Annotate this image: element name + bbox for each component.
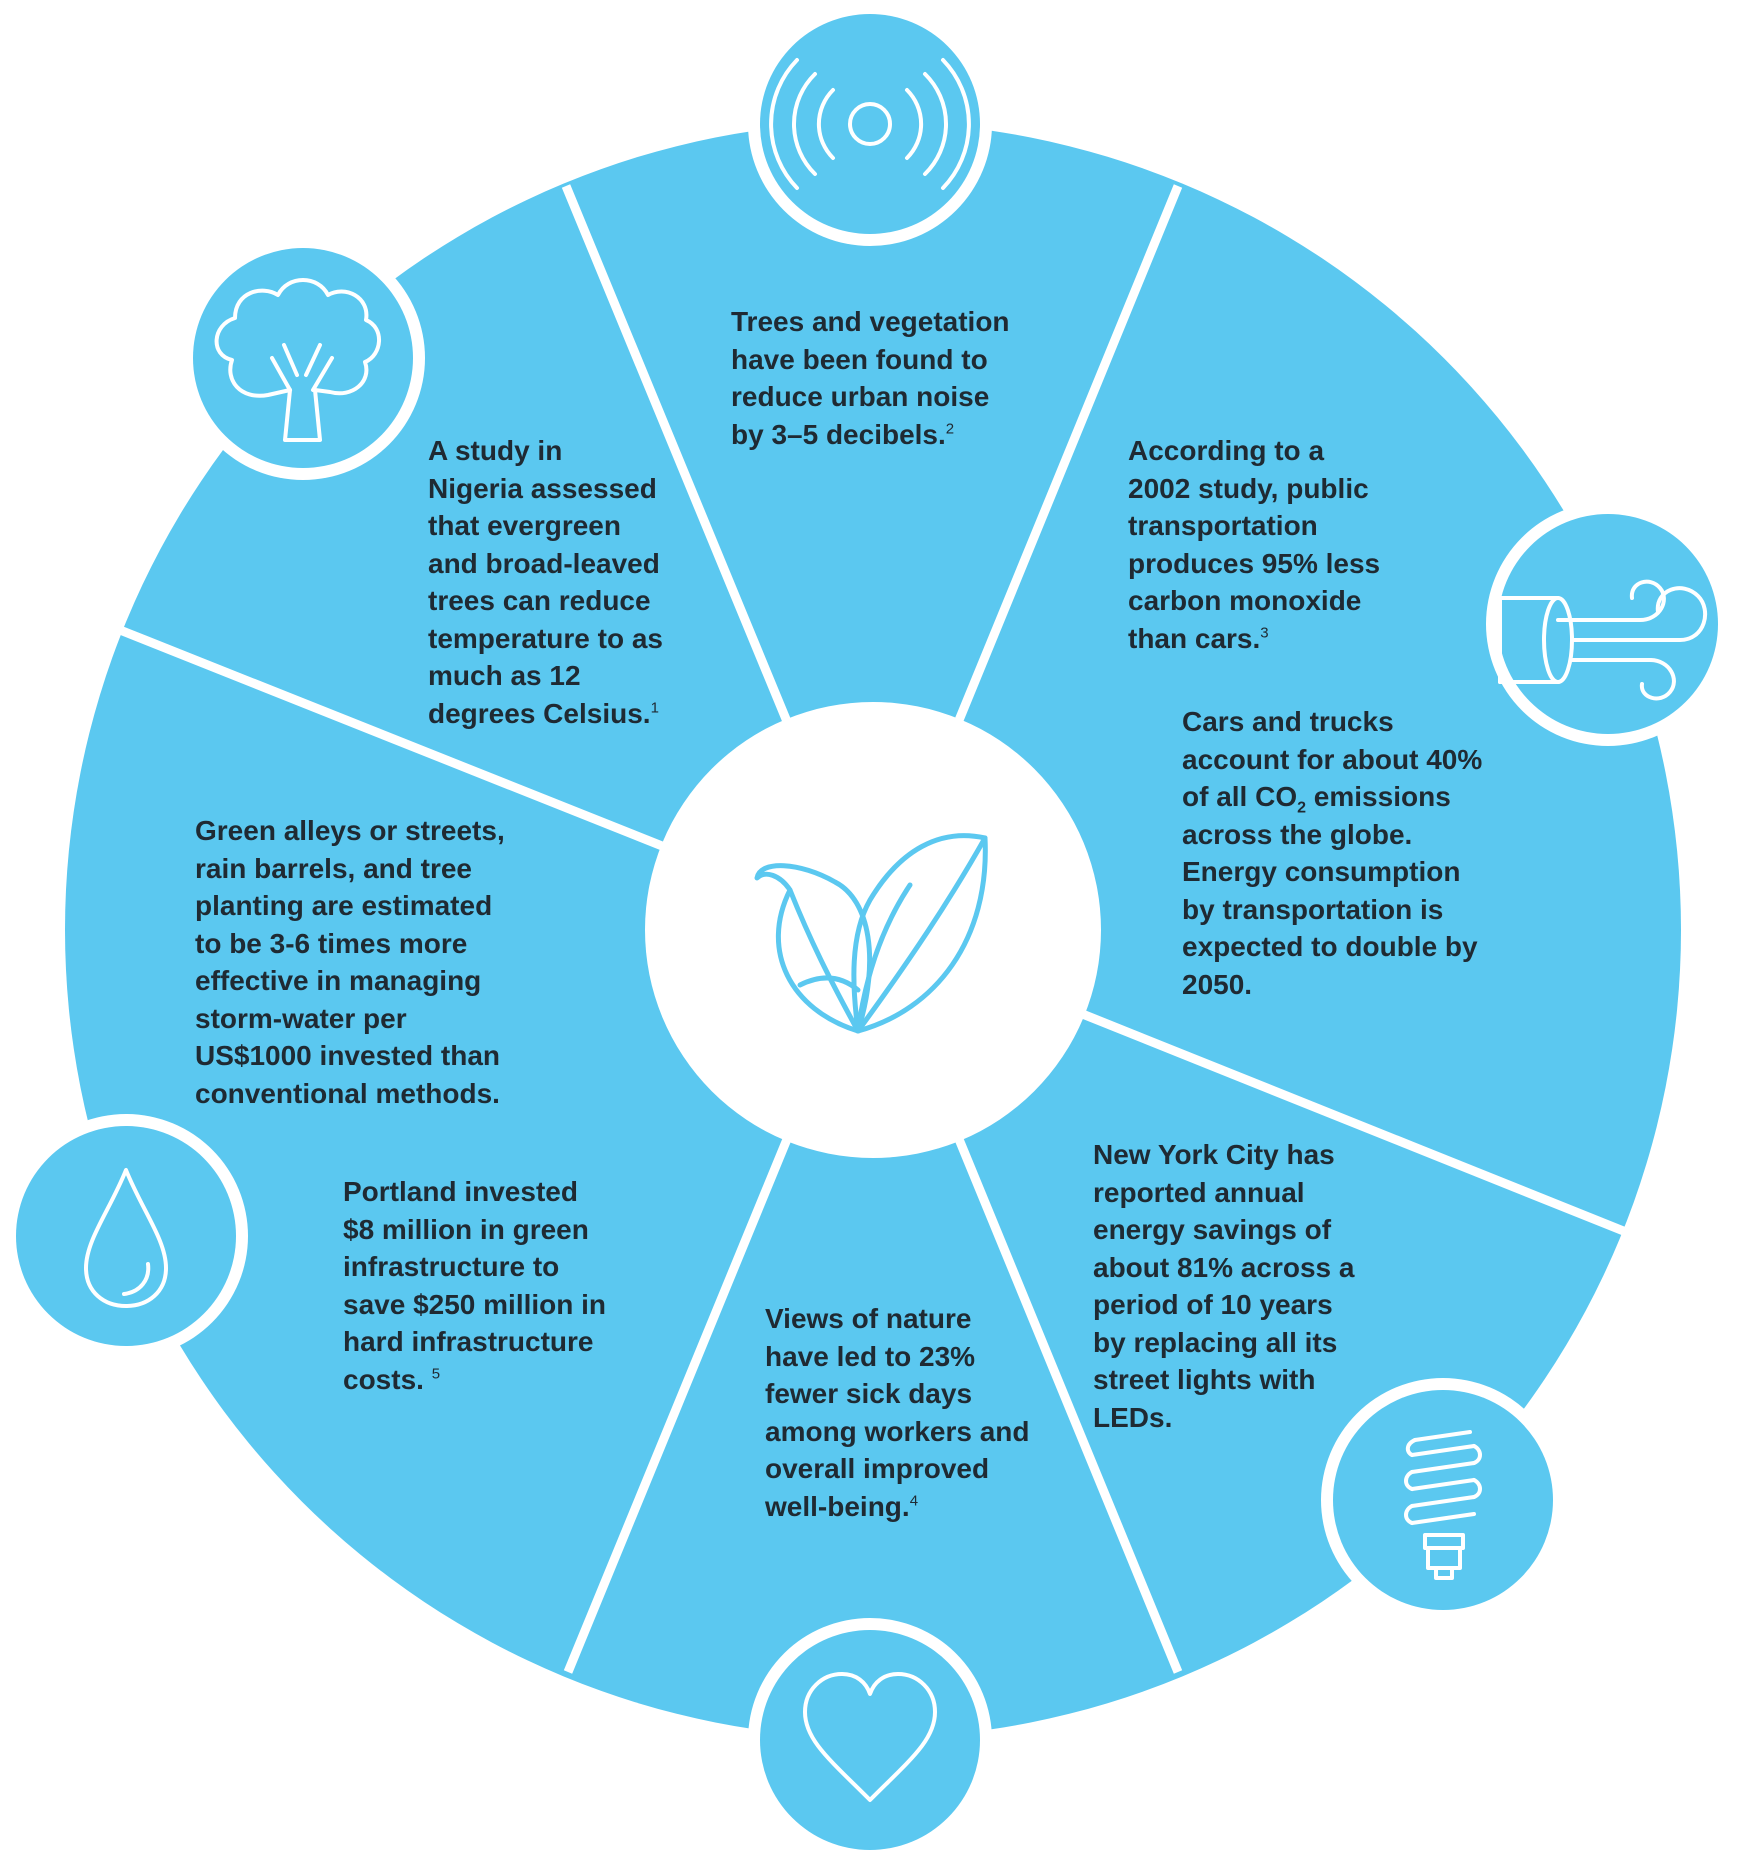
- water-drop-icon: [84, 1168, 168, 1308]
- text-line: well-being.4: [765, 1490, 919, 1522]
- text-line: to be 3-6 times more: [195, 927, 468, 959]
- icon-circle-drop: [4, 1114, 248, 1358]
- text-line: Portland invested: [343, 1176, 578, 1207]
- footnote-marker: 4: [909, 1492, 919, 1510]
- text-line: costs. 5: [343, 1363, 441, 1395]
- text-line: US$1000 invested than: [195, 1040, 501, 1071]
- text-line: 2050.: [1182, 968, 1253, 1000]
- text-line: According to a: [1128, 435, 1325, 466]
- text-line: have been found to: [731, 343, 988, 375]
- text-line: $8 million in green: [343, 1213, 589, 1245]
- wind-air-icon: [1498, 579, 1708, 701]
- text-line: account for about 40%: [1182, 743, 1483, 775]
- icon-circle-tree: [181, 236, 425, 480]
- segment-text-wellbeing: Views of nature have led to 23% fewer si…: [765, 1300, 1030, 1525]
- segment-text-energy: New York City has reported annual energy…: [1093, 1136, 1354, 1436]
- light-bulb-icon: [1404, 1430, 1482, 1580]
- text-line: save $250 million in: [343, 1288, 607, 1320]
- icon-circle-heart: [748, 1618, 992, 1862]
- text-line: by 3–5 decibels.2: [731, 418, 955, 450]
- segment-text-noise: Trees and vegetation have been found to …: [731, 303, 1010, 453]
- text-line: reported annual: [1093, 1176, 1305, 1208]
- text-line: across the globe.: [1182, 818, 1413, 850]
- text-line: effective in managing: [195, 965, 482, 996]
- text-line: of all CO2 emissions: [1182, 781, 1451, 817]
- text-line: much as 12: [428, 660, 581, 691]
- text-line: energy savings of: [1093, 1214, 1332, 1245]
- text-line: by replacing all its: [1093, 1326, 1338, 1358]
- text-line: Nigeria assessed: [428, 472, 657, 504]
- text-line: carbon monoxide: [1128, 585, 1362, 616]
- text-line: temperature to as: [428, 622, 663, 654]
- text-line: transportation: [1128, 510, 1318, 541]
- text-line: by transportation is: [1182, 893, 1444, 925]
- footnote-marker: 3: [1260, 624, 1269, 642]
- text-line: produces 95% less: [1128, 547, 1381, 579]
- text-line: Trees and vegetation: [731, 306, 1010, 337]
- text-line: New York City has: [1093, 1139, 1335, 1170]
- icon-circle-sound: [748, 2, 992, 246]
- tree-icon: [214, 278, 381, 442]
- text-line: Views of nature: [765, 1303, 972, 1334]
- segment-text-transport: According to a 2002 study, public transp…: [1128, 432, 1380, 657]
- segment-text-stormwater: Green alleys or streets, rain barrels, a…: [195, 812, 505, 1112]
- text-line: period of 10 years: [1093, 1289, 1333, 1320]
- text-line: expected to double by: [1182, 931, 1478, 962]
- icon-circle-wind: [1486, 502, 1730, 746]
- footnote-marker: 5: [431, 1365, 441, 1383]
- icon-circle-inner: [1498, 514, 1718, 734]
- segment-text-emissions: Cars and trucks account for about 40% of…: [1182, 703, 1482, 1003]
- text-line: degrees Celsius.1: [428, 697, 659, 729]
- segment-text-portland: Portland invested $8 million in green in…: [343, 1173, 606, 1398]
- icon-circle-inner: [760, 1630, 980, 1850]
- segment-separators: [118, 184, 1628, 1674]
- icon-circle-inner: [16, 1126, 236, 1346]
- leaf-sprout-icon: [754, 833, 988, 1034]
- text-line: among workers and: [765, 1415, 1030, 1447]
- text-line: conventional methods.: [195, 1077, 500, 1109]
- text-line: 2002 study, public: [1128, 472, 1369, 504]
- text-line: than cars.3: [1128, 622, 1269, 654]
- text-line: infrastructure to: [343, 1251, 560, 1282]
- sound-waves-icon: [769, 58, 971, 190]
- text-line: trees can reduce: [428, 585, 651, 616]
- text-line: street lights with: [1093, 1364, 1316, 1395]
- text-line: rain barrels, and tree: [195, 852, 473, 884]
- text-line: and broad-leaved: [428, 547, 660, 579]
- center-circle: [645, 702, 1101, 1158]
- text-line: A study in: [428, 435, 563, 466]
- text-line: that evergreen: [428, 510, 621, 541]
- text-line: overall improved: [765, 1453, 990, 1484]
- text-line: have led to 23%: [765, 1340, 976, 1372]
- text-line: reduce urban noise: [731, 381, 990, 412]
- text-line: Energy consumption: [1182, 856, 1461, 887]
- text-line: Cars and trucks: [1182, 706, 1394, 737]
- icon-circle-bulb: [1321, 1378, 1565, 1622]
- text-line: about 81% across a: [1093, 1251, 1355, 1283]
- footnote-marker: 2: [945, 420, 955, 438]
- co2-subscript: 2: [1297, 799, 1307, 817]
- text-line: Green alleys or streets,: [195, 815, 505, 846]
- segment-text-temperature: A study in Nigeria assessed that evergre…: [428, 432, 663, 732]
- icon-circle-inner: [193, 248, 413, 468]
- text-line: hard infrastructure: [343, 1326, 594, 1357]
- icon-circle-inner: [760, 14, 980, 234]
- text-line: planting are estimated: [195, 890, 493, 921]
- footnote-marker: 1: [650, 699, 659, 717]
- text-line: storm-water per: [195, 1002, 407, 1034]
- heart-icon: [803, 1672, 937, 1802]
- text-line: LEDs.: [1093, 1401, 1173, 1433]
- text-line: fewer sick days: [765, 1378, 973, 1409]
